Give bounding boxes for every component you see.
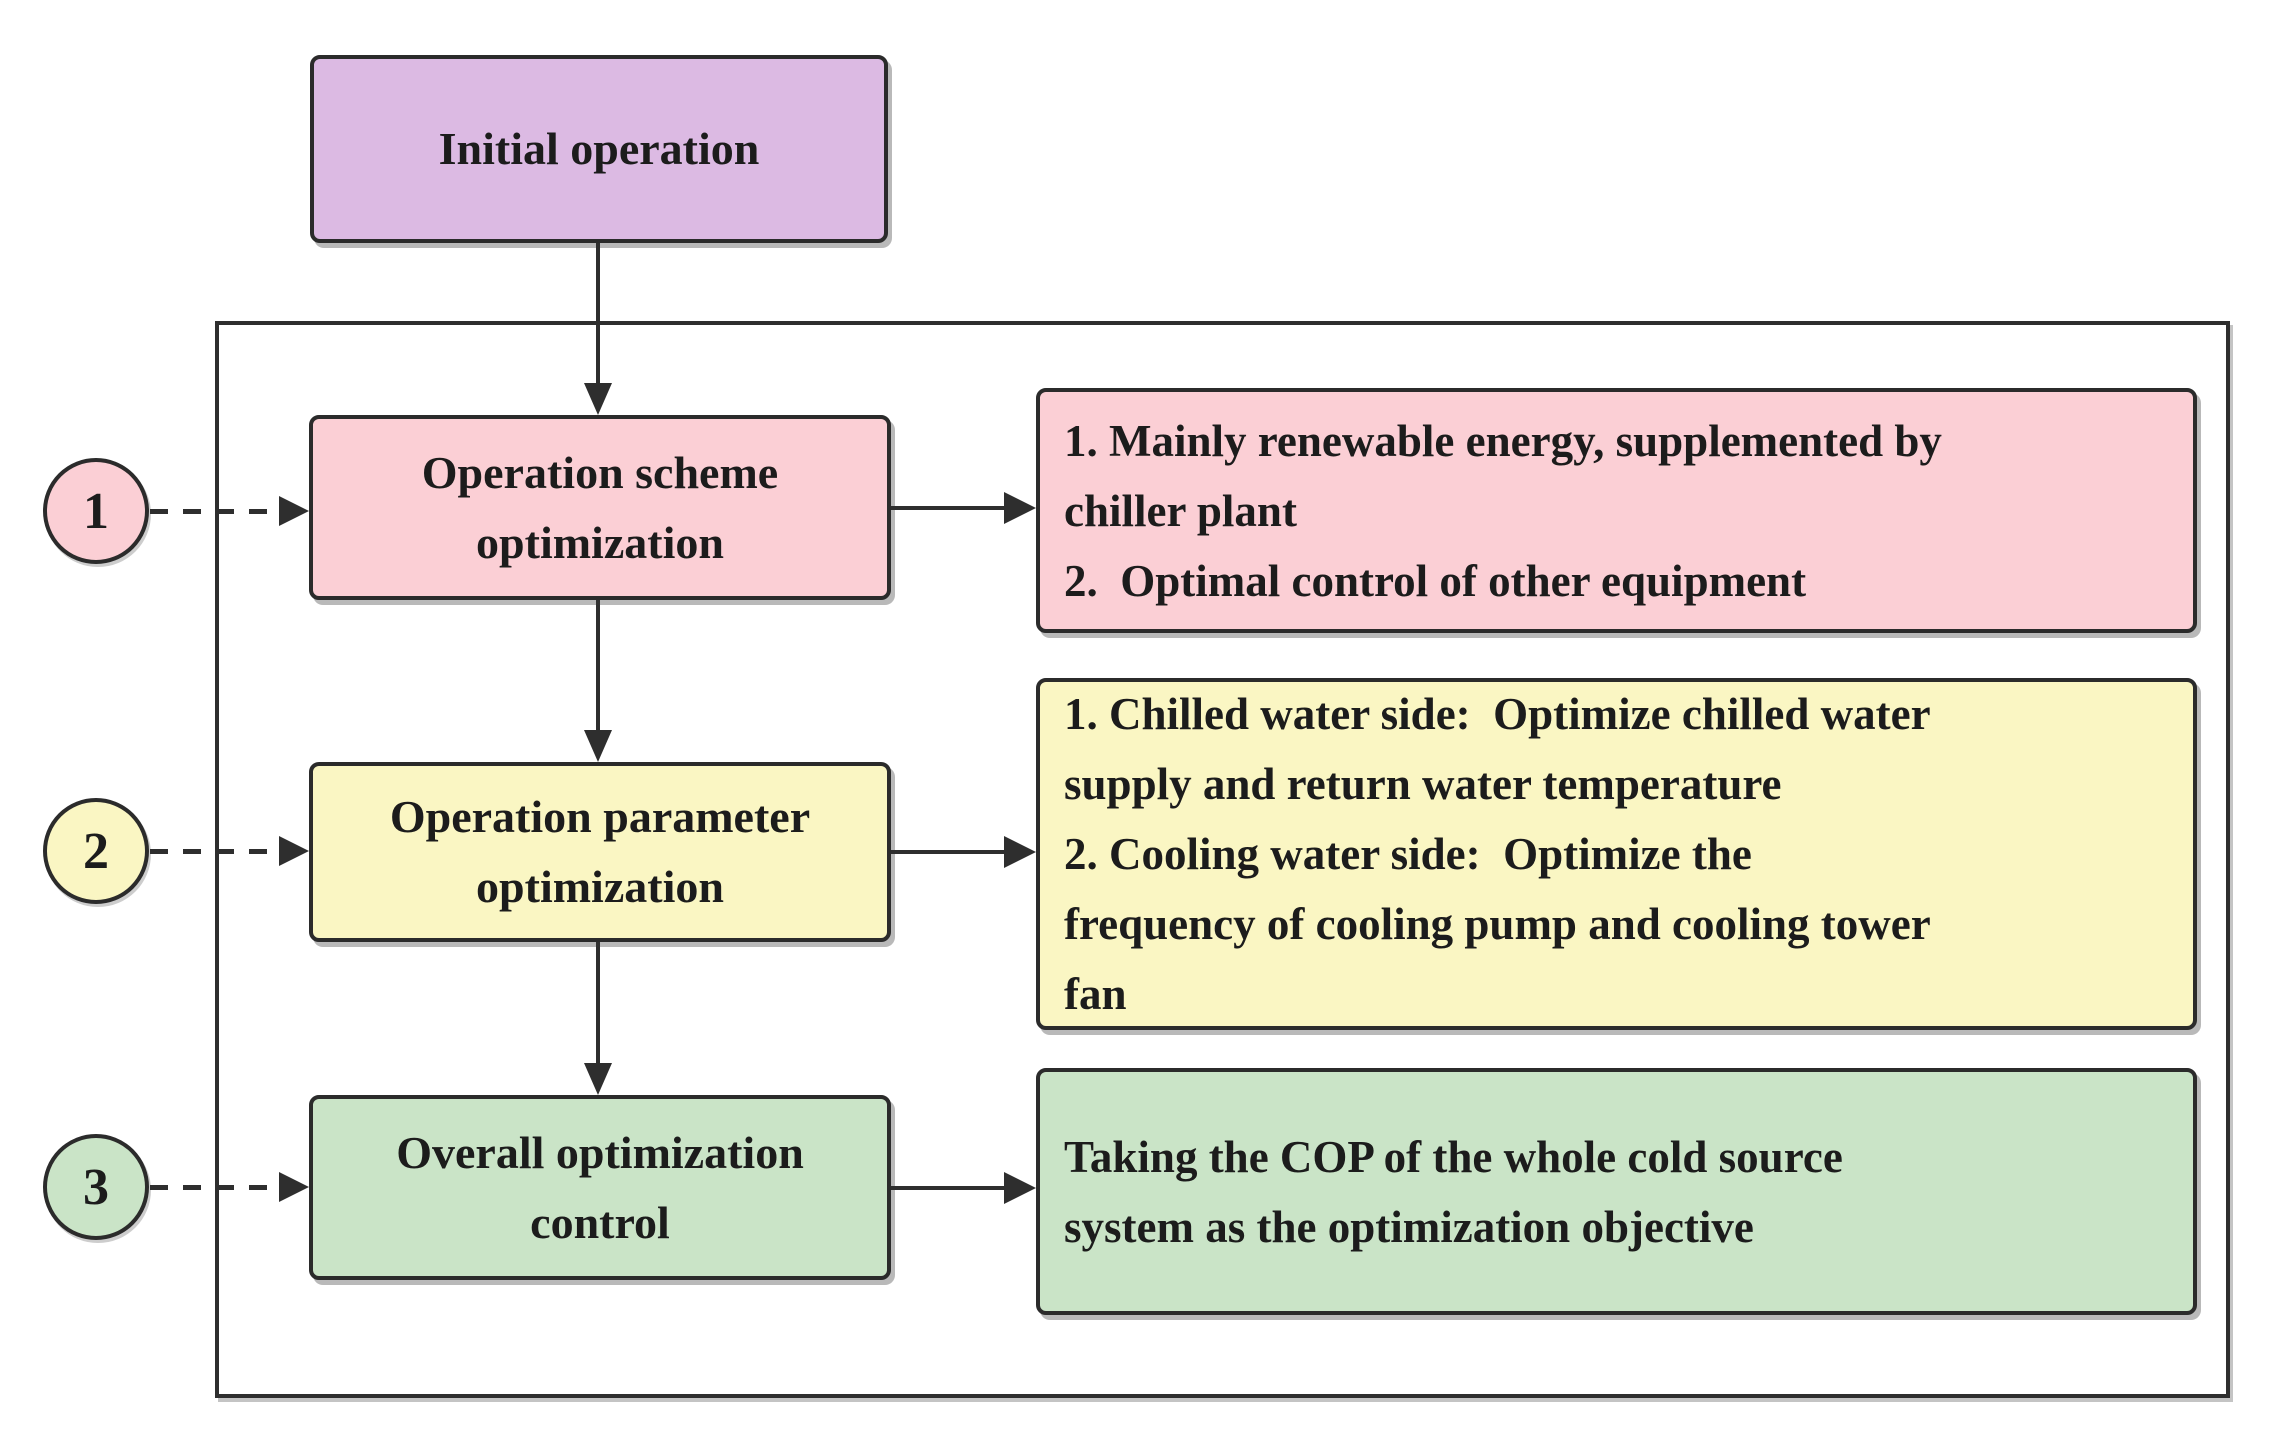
arrow-line — [596, 600, 600, 734]
operation-scheme-description-box: 1. Mainly renewable energy, supplemented… — [1036, 388, 2197, 633]
operation-parameter-box: Operation parameter optimization — [309, 762, 891, 942]
arrow-overall-to-description — [891, 1172, 1036, 1204]
dashed-arrow-line — [150, 1185, 279, 1190]
outer-frame — [215, 321, 2230, 1398]
arrow-head-down-icon — [584, 730, 612, 762]
arrow-head-right-icon — [279, 836, 309, 866]
arrow-head-right-icon — [1004, 492, 1036, 524]
step-3-number: 3 — [83, 1158, 109, 1216]
step-2-badge: 2 — [43, 798, 149, 904]
arrow-line — [596, 942, 600, 1067]
dashed-arrow-step-1 — [150, 496, 309, 526]
arrow-line — [891, 1186, 1006, 1190]
initial-operation-box: Initial operation — [310, 55, 888, 243]
operation-scheme-box: Operation scheme optimization — [309, 415, 891, 600]
operation-scheme-description: 1. Mainly renewable energy, supplemented… — [1064, 415, 1942, 606]
overall-optimization-box: Overall optimization control — [309, 1095, 891, 1280]
overall-optimization-label: Overall optimization control — [396, 1126, 804, 1248]
arrow-line — [891, 506, 1006, 510]
arrow-line — [596, 243, 600, 387]
arrow-head-right-icon — [279, 496, 309, 526]
dashed-arrow-line — [150, 849, 279, 854]
arrow-scheme-to-description — [891, 492, 1036, 524]
overall-optimization-description-box: Taking the COP of the whole cold source … — [1036, 1068, 2197, 1315]
initial-operation-label: Initial operation — [438, 123, 760, 174]
arrow-scheme-to-parameter — [584, 600, 612, 762]
operation-parameter-label: Operation parameter optimization — [389, 791, 811, 912]
arrow-head-down-icon — [584, 383, 612, 415]
overall-optimization-description: Taking the COP of the whole cold source … — [1064, 1131, 1843, 1252]
dashed-arrow-line — [150, 509, 279, 514]
dashed-arrow-step-3 — [150, 1172, 309, 1202]
operation-parameter-description-box: 1. Chilled water side: Optimize chilled … — [1036, 678, 2197, 1030]
arrow-head-right-icon — [1004, 1172, 1036, 1204]
arrow-line — [891, 850, 1006, 854]
arrow-parameter-to-overall — [584, 942, 612, 1095]
operation-scheme-label: Operation scheme optimization — [421, 446, 779, 568]
arrow-parameter-to-description — [891, 836, 1036, 868]
step-3-badge: 3 — [43, 1134, 149, 1240]
arrow-head-right-icon — [1004, 836, 1036, 868]
arrow-initial-to-scheme — [584, 243, 612, 415]
step-1-badge: 1 — [43, 458, 149, 564]
operation-parameter-description: 1. Chilled water side: Optimize chilled … — [1064, 689, 1931, 1019]
step-2-number: 2 — [83, 822, 109, 880]
step-1-number: 1 — [83, 482, 109, 540]
dashed-arrow-step-2 — [150, 836, 309, 866]
arrow-head-down-icon — [584, 1063, 612, 1095]
arrow-head-right-icon — [279, 1172, 309, 1202]
